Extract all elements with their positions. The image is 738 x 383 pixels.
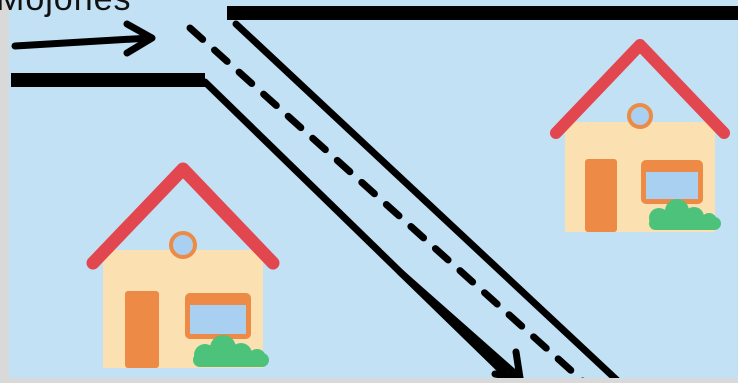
diagram-caption: Mojones [0, 0, 132, 19]
bottom-edge-strip [0, 378, 738, 383]
